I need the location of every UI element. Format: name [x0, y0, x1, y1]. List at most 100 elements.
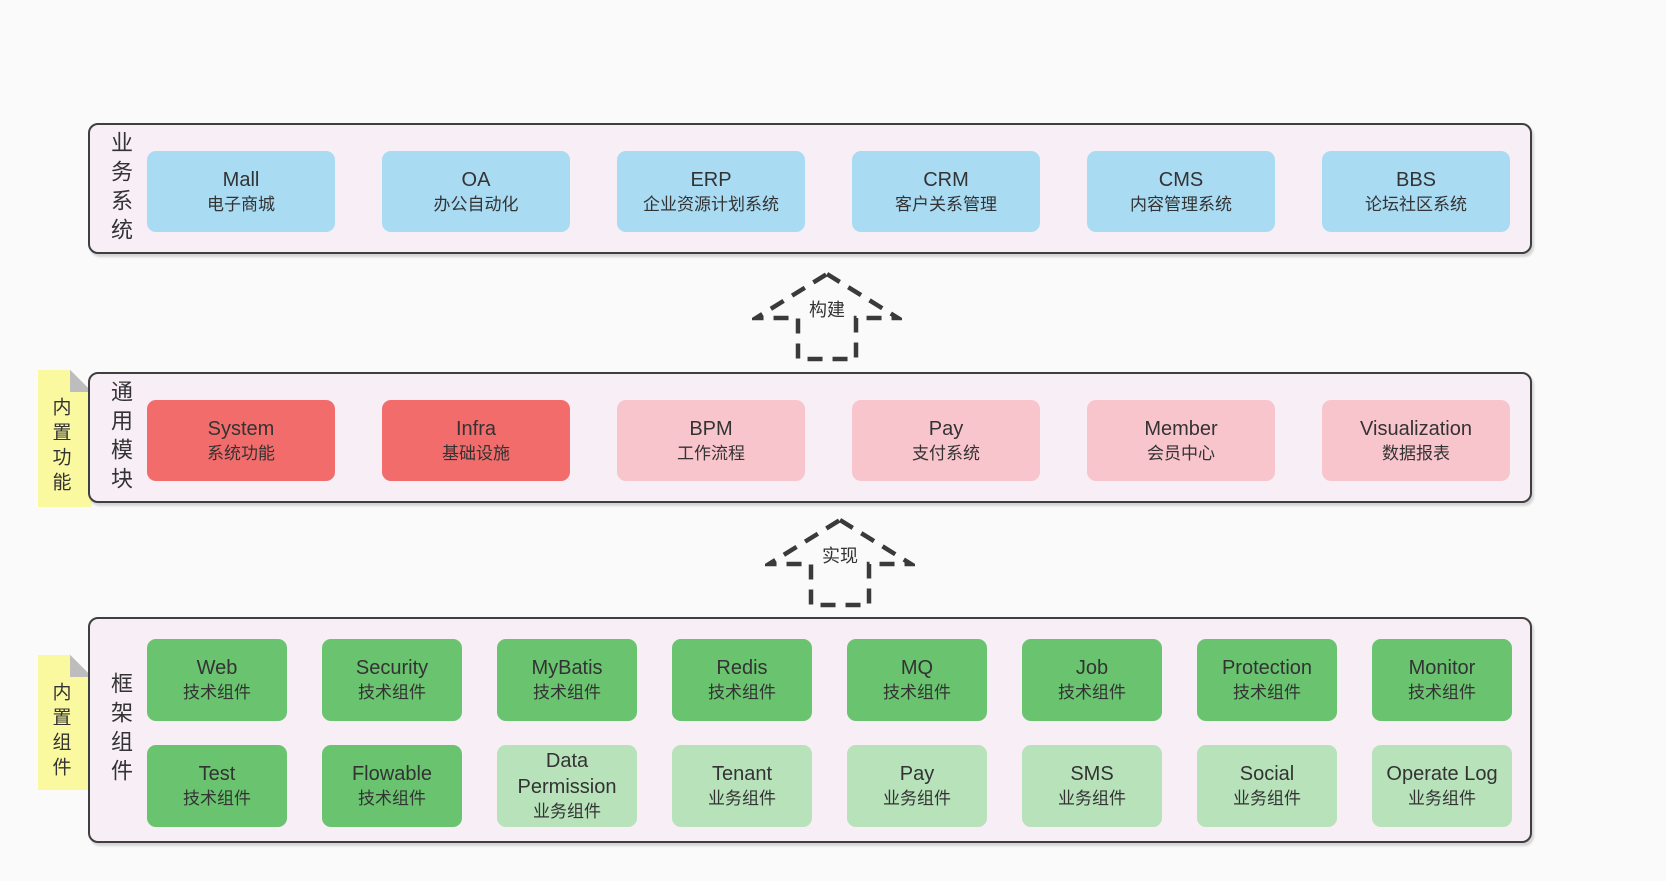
box-visualization: Visualization 数据报表 [1322, 400, 1510, 481]
box-title: Redis [716, 657, 768, 679]
layer-common-modules: 通用模块 System 系统功能 Infra 基础设施 BPM 工作流程 Pay… [88, 372, 1532, 503]
box-subtitle: 技术组件 [1408, 683, 1476, 702]
sticky-note-text: 内置功能 [49, 397, 71, 497]
box-title: Job [1075, 657, 1109, 679]
box-redis: Redis 技术组件 [672, 639, 812, 721]
sticky-note-text: 内置组件 [49, 682, 71, 782]
box-subtitle: 业务组件 [533, 802, 601, 821]
box-title: Pay [928, 417, 964, 440]
box-subtitle: 技术组件 [358, 683, 426, 702]
box-subtitle: 系统功能 [207, 443, 275, 463]
box-member: Member 会员中心 [1087, 400, 1275, 481]
layer-label-business: 业务系统 [108, 130, 133, 247]
sticky-note-built-in-functions: 内置功能 [38, 370, 92, 507]
modules-box-row: System 系统功能 Infra 基础设施 BPM 工作流程 Pay 支付系统… [147, 400, 1510, 481]
arrow-label-build: 构建 [804, 297, 850, 324]
box-subtitle: 内容管理系统 [1130, 194, 1232, 214]
box-cms: CMS 内容管理系统 [1087, 151, 1275, 232]
arrow-label-implement: 实现 [817, 543, 863, 570]
box-title: Mall [222, 168, 260, 191]
layer-label-components: 框架组件 [108, 672, 133, 788]
box-subtitle: 技术组件 [1233, 683, 1301, 702]
box-social: Social 业务组件 [1197, 745, 1337, 827]
box-title: MQ [900, 657, 934, 679]
box-title: Security [355, 657, 429, 679]
box-title: CMS [1158, 168, 1204, 191]
box-title: BPM [689, 417, 733, 440]
box-subtitle: 企业资源计划系统 [643, 194, 779, 214]
box-subtitle: 技术组件 [358, 789, 426, 808]
box-tenant: Tenant 业务组件 [672, 745, 812, 827]
box-title: Social [1239, 763, 1295, 785]
box-subtitle: 电子商城 [207, 194, 275, 214]
box-title: SMS [1070, 763, 1114, 785]
box-title: Monitor [1408, 657, 1476, 679]
box-test: Test 技术组件 [147, 745, 287, 827]
layer-business-systems: 业务系统 Mall 电子商城 OA 办公自动化 ERP 企业资源计划系统 CRM… [88, 123, 1532, 254]
box-subtitle: 工作流程 [677, 443, 745, 463]
box-subtitle: 业务组件 [1058, 789, 1126, 808]
box-subtitle: 技术组件 [183, 683, 251, 702]
box-operate-log: Operate Log 业务组件 [1372, 745, 1512, 827]
box-oa: OA 办公自动化 [382, 151, 570, 232]
box-title: MyBatis [531, 657, 603, 679]
sticky-note-built-in-components: 内置组件 [38, 655, 92, 790]
business-box-row: Mall 电子商城 OA 办公自动化 ERP 企业资源计划系统 CRM 客户关系… [147, 151, 1510, 232]
box-bbs: BBS 论坛社区系统 [1322, 151, 1510, 232]
box-infra: Infra 基础设施 [382, 400, 570, 481]
layer-label-modules: 通用模块 [108, 379, 133, 496]
box-web: Web 技术组件 [147, 639, 287, 721]
box-erp: ERP 企业资源计划系统 [617, 151, 805, 232]
box-title: Test [198, 763, 236, 785]
box-subtitle: 技术组件 [183, 789, 251, 808]
components-box-row-2: Test 技术组件 Flowable 技术组件 Data Permission … [147, 745, 1512, 827]
box-title: CRM [923, 168, 969, 191]
box-subtitle: 业务组件 [1408, 789, 1476, 808]
box-title: ERP [690, 168, 732, 191]
components-box-row-1: Web 技术组件 Security 技术组件 MyBatis 技术组件 Redi… [147, 639, 1512, 721]
box-flowable: Flowable 技术组件 [322, 745, 462, 827]
box-mq: MQ 技术组件 [847, 639, 987, 721]
box-mybatis: MyBatis 技术组件 [497, 639, 637, 721]
box-subtitle: 技术组件 [708, 683, 776, 702]
box-title: OA [461, 168, 491, 191]
up-arrow-build-icon: 构建 [752, 270, 902, 362]
box-title: Pay [899, 763, 935, 785]
box-subtitle: 客户关系管理 [895, 194, 997, 214]
box-title: BBS [1395, 168, 1437, 191]
box-title: Infra [455, 417, 497, 440]
box-title: Data Permission [517, 750, 617, 798]
box-subtitle: 业务组件 [708, 789, 776, 808]
box-subtitle: 业务组件 [1233, 789, 1301, 808]
box-protection: Protection 技术组件 [1197, 639, 1337, 721]
box-title: Tenant [711, 763, 773, 785]
box-bpm: BPM 工作流程 [617, 400, 805, 481]
box-title: Member [1144, 417, 1218, 440]
box-subtitle: 论坛社区系统 [1365, 194, 1467, 214]
box-mall: Mall 电子商城 [147, 151, 335, 232]
box-title: Protection [1221, 657, 1313, 679]
box-pay-component: Pay 业务组件 [847, 745, 987, 827]
box-job: Job 技术组件 [1022, 639, 1162, 721]
box-title: Operate Log [1386, 763, 1498, 785]
box-sms: SMS 业务组件 [1022, 745, 1162, 827]
box-subtitle: 支付系统 [912, 443, 980, 463]
box-system: System 系统功能 [147, 400, 335, 481]
box-crm: CRM 客户关系管理 [852, 151, 1040, 232]
up-arrow-implement-icon: 实现 [765, 516, 915, 608]
box-monitor: Monitor 技术组件 [1372, 639, 1512, 721]
box-subtitle: 技术组件 [533, 683, 601, 702]
box-subtitle: 技术组件 [1058, 683, 1126, 702]
box-subtitle: 办公自动化 [433, 194, 519, 214]
box-title: System [207, 417, 275, 440]
layer-framework-components: 框架组件 Web 技术组件 Security 技术组件 MyBatis 技术组件… [88, 617, 1532, 843]
box-security: Security 技术组件 [322, 639, 462, 721]
box-title: Flowable [351, 763, 433, 785]
box-subtitle: 技术组件 [883, 683, 951, 702]
box-subtitle: 基础设施 [442, 443, 510, 463]
box-subtitle: 业务组件 [883, 789, 951, 808]
box-data-permission: Data Permission 业务组件 [497, 745, 637, 827]
box-subtitle: 会员中心 [1147, 443, 1215, 463]
box-title: Web [196, 657, 238, 679]
